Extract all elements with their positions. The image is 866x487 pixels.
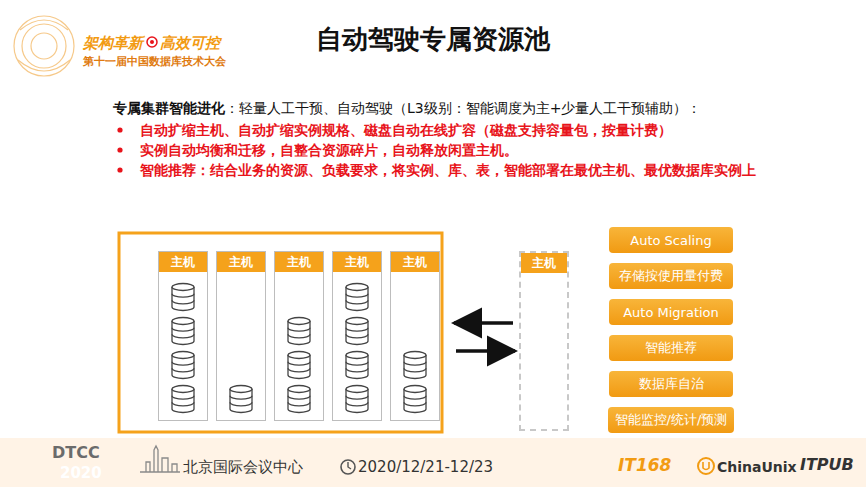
database-cylinder xyxy=(172,318,194,345)
database-cylinder xyxy=(288,386,310,413)
sponsor-logo: IT168 xyxy=(618,455,671,475)
lead-heading: 专属集群智能进化 xyxy=(113,98,225,118)
skyline-icon xyxy=(140,446,180,472)
database-cylinder xyxy=(346,284,368,311)
database-cylinder xyxy=(346,318,368,345)
bullet-text: 自动扩缩主机、自动扩缩实例规格、磁盘自动在线扩容（磁盘支持容量包，按量计费） xyxy=(140,120,672,140)
release-arrow xyxy=(454,321,513,325)
host-header: 主机 xyxy=(391,252,439,272)
database-cylinder xyxy=(404,352,426,379)
conference-emblem xyxy=(14,16,74,76)
event-logo: DTCC xyxy=(52,443,100,463)
feature-button: Auto Scaling xyxy=(609,227,733,253)
footer-band xyxy=(0,438,866,487)
feature-button: 数据库自治 xyxy=(609,371,733,397)
conference-name: 第十一届中国数据库技术大会 xyxy=(83,52,226,72)
sponsor-logo: ChinaUnix xyxy=(717,457,797,477)
host-column: 主机 xyxy=(390,251,440,421)
feature-label: 智能监控/统计/预测 xyxy=(615,411,728,429)
bullet-dots xyxy=(117,127,122,172)
date-text: 2020/12/21-12/23 xyxy=(358,457,493,477)
database-cylinder xyxy=(172,386,194,413)
host-header: 主机 xyxy=(275,252,323,272)
chinaunix-logo-mark xyxy=(698,458,714,474)
host-column: 主机 xyxy=(216,251,266,421)
clock-icon xyxy=(341,460,355,474)
bullet-text: 实例自动均衡和迁移，自整合资源碎片，自动释放闲置主机。 xyxy=(140,140,518,160)
database-cylinder xyxy=(288,352,310,379)
database-icons xyxy=(172,284,426,413)
host-column: 主机 xyxy=(158,251,208,421)
feature-button: Auto Migration xyxy=(609,299,733,325)
feature-label: 存储按使用量付费 xyxy=(619,267,723,285)
lead-text: ：轻量人工干预、自动驾驶（L3级别：智能调度为主+少量人工干预辅助）： xyxy=(225,98,701,118)
slogan-text: 高效可控 xyxy=(160,33,220,53)
slogan-text: 架构革新 xyxy=(83,33,143,53)
database-cylinder xyxy=(404,386,426,413)
feature-label: 数据库自治 xyxy=(639,375,704,393)
database-cylinder xyxy=(172,284,194,311)
database-cylinder xyxy=(346,386,368,413)
host-header: 主机 xyxy=(159,252,207,272)
event-year: 2020 xyxy=(52,463,110,483)
feature-button: 智能监控/统计/预测 xyxy=(608,407,735,433)
host-column: 主机 xyxy=(274,251,324,421)
database-cylinder xyxy=(288,318,310,345)
sponsor-logo: ITPUB xyxy=(800,455,854,475)
resource-pool-frame xyxy=(119,233,442,432)
venue-text: 北京国际会议中心 xyxy=(183,457,303,477)
host-column: 主机 xyxy=(519,251,569,431)
feature-label: 智能推荐 xyxy=(645,339,697,357)
host-header: 主机 xyxy=(521,253,567,273)
feature-button: 智能推荐 xyxy=(609,335,733,361)
host-header: 主机 xyxy=(333,252,381,272)
target-symbol xyxy=(147,37,157,47)
database-cylinder xyxy=(172,352,194,379)
feature-label: Auto Scaling xyxy=(630,233,711,248)
feature-button: 存储按使用量付费 xyxy=(609,263,733,289)
database-cylinder xyxy=(230,386,252,413)
add-arrow xyxy=(456,349,515,353)
host-column: 主机 xyxy=(332,251,382,421)
bullet-text: 智能推荐：结合业务的资源、负载要求，将实例、库、表，智能部署在最优主机、最优数据… xyxy=(140,160,756,180)
database-cylinder xyxy=(346,352,368,379)
feature-label: Auto Migration xyxy=(623,305,719,320)
host-header: 主机 xyxy=(217,252,265,272)
